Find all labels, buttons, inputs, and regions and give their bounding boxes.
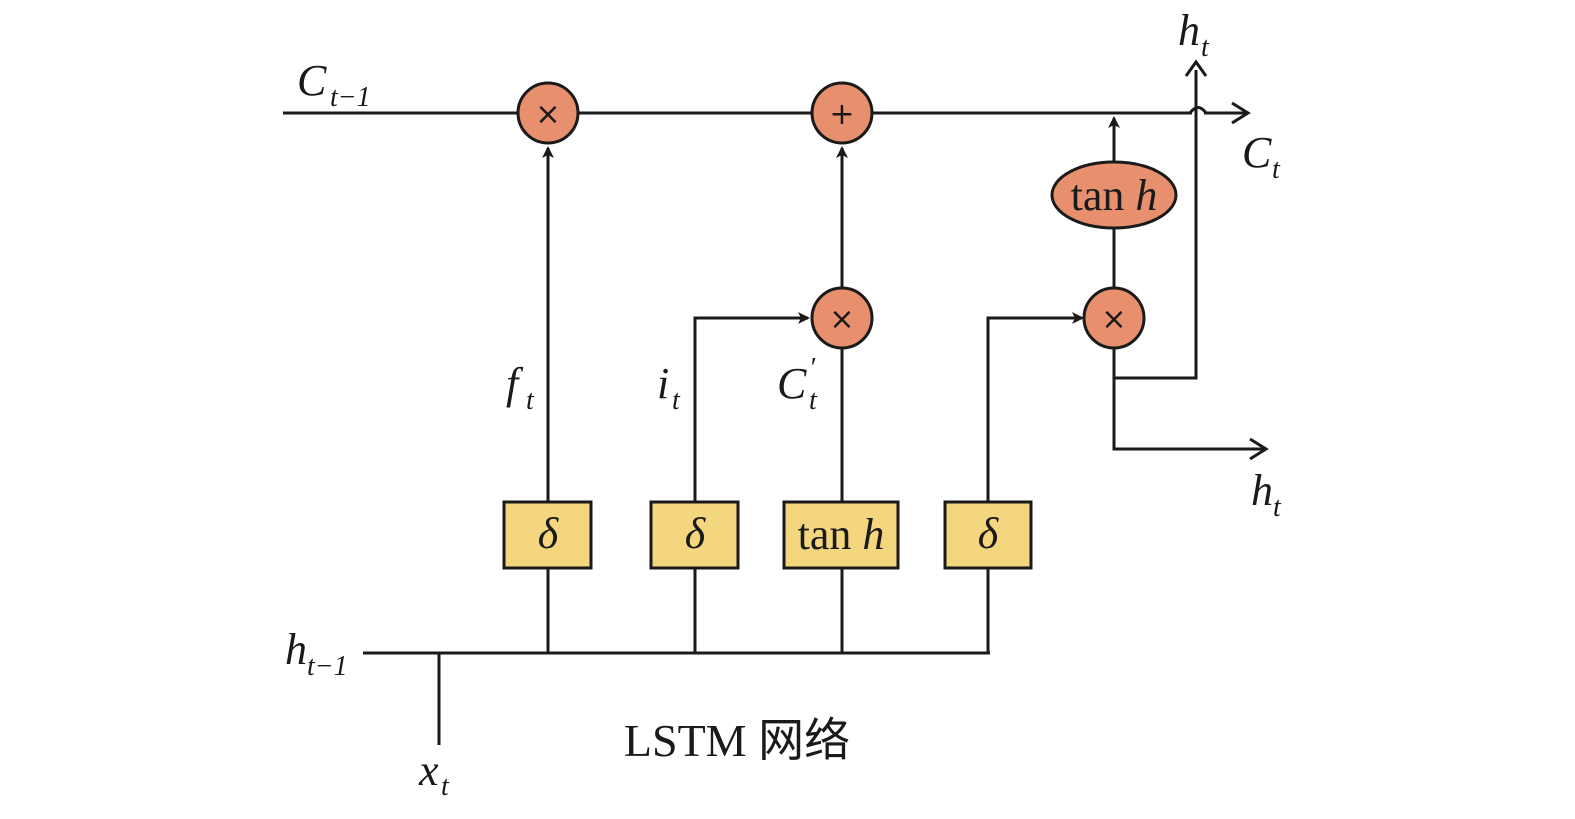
tanh-ellipse-label: tan h [1071,171,1158,220]
hidden-right-label: h t [1251,466,1282,523]
cell-state-out-arrowhead [1231,101,1251,125]
svg-text:h: h [1251,466,1273,515]
svg-text:t: t [441,771,450,802]
hidden-up-line [1112,70,1198,380]
add-symbol: + [829,97,854,132]
svg-text:t: t [526,385,535,416]
forget-multiply-symbol: × [535,97,560,132]
input-multiply-symbol: × [829,302,854,337]
input-multiply-node: × [810,286,874,350]
candidate-signal-label: C ′ t [777,353,818,416]
output-multiply-symbol: × [1101,302,1126,337]
forget-signal-label: f t [506,359,535,416]
hidden-top-label: h t [1178,6,1210,63]
forget-gate-symbol: δ [538,509,560,558]
candidate-gate-label: tan h [798,510,885,559]
svg-text:′: ′ [809,353,816,384]
svg-text:t−1: t−1 [307,651,348,682]
svg-text:t: t [809,385,818,416]
output-multiply-node: × [1082,286,1146,350]
hidden-right-line [1112,378,1264,451]
forget-multiply-node: × [516,81,580,145]
svg-text:t: t [1273,492,1282,523]
cell-state-hop [1188,106,1208,114]
cell-prev-label: C t−1 [297,56,371,113]
output-gate-box: δ [943,500,1033,570]
input-gate-box: δ [649,500,740,570]
forget-gate-box: δ [502,500,593,570]
output-signal-line [986,312,1084,502]
cell-out-label: C t [1242,128,1281,185]
input-signal-label: i t [657,359,681,416]
x-input-label: x t [418,746,450,802]
tanh-ellipse-node: tan h [1050,160,1178,230]
svg-text:t: t [1201,32,1210,63]
add-node: + [810,81,874,145]
svg-text:i: i [657,359,669,408]
svg-text:x: x [418,746,439,795]
hidden-prev-label: h t−1 [285,625,348,682]
svg-text:C: C [297,56,327,105]
svg-text:t: t [1272,154,1281,185]
svg-text:h: h [1178,6,1200,55]
svg-text:C: C [1242,128,1272,177]
hidden-up-arrowhead [1184,59,1208,77]
candidate-gate-box: tan h [782,500,900,570]
svg-text:t−1: t−1 [330,82,371,113]
input-signal-line [693,312,810,502]
svg-text:h: h [285,625,307,674]
svg-text:f: f [506,359,524,408]
svg-text:C: C [777,359,807,408]
input-gate-symbol: δ [685,509,707,558]
hidden-right-arrowhead [1249,437,1269,461]
svg-text:t: t [672,385,681,416]
output-gate-symbol: δ [978,509,1000,558]
diagram-title: LSTM 网络 [624,715,850,766]
